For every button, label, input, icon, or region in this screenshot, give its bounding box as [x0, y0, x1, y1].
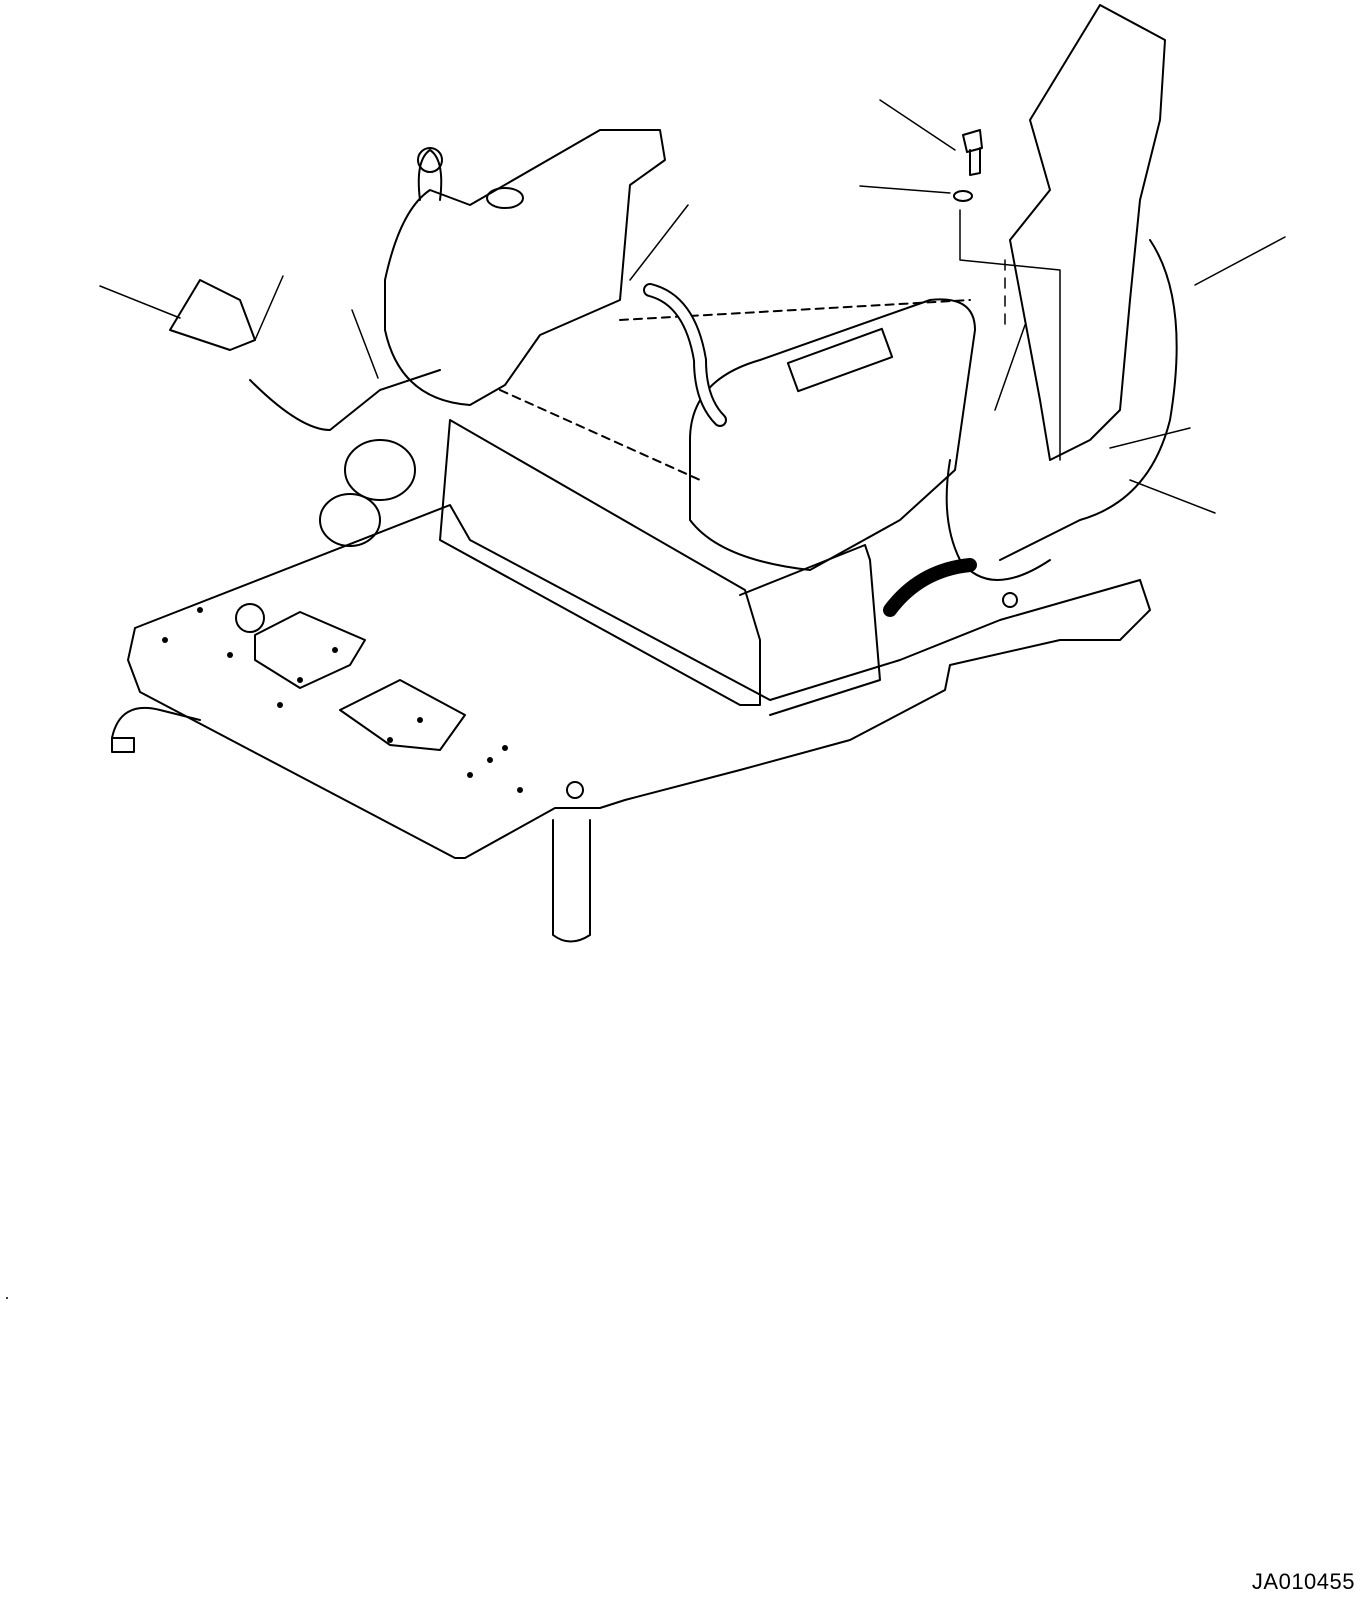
- cable-right: [999, 239, 1178, 561]
- label-plate: [786, 327, 894, 393]
- control-tower: [1009, 4, 1166, 461]
- figure-code: JA010455: [1251, 1569, 1355, 1594]
- duct: [344, 439, 416, 501]
- left-console: [384, 129, 666, 406]
- support-post: [552, 819, 591, 943]
- knob: [417, 149, 443, 201]
- floor-cutout: [254, 611, 366, 689]
- hidden-lines: [499, 299, 971, 481]
- washer: [953, 190, 973, 202]
- right-console: [689, 298, 976, 571]
- bolt: [962, 129, 983, 176]
- hose-right: [883, 558, 977, 617]
- wire-harness-left: [111, 706, 201, 739]
- cable-left: [249, 369, 441, 431]
- floor-plate: [127, 504, 1151, 859]
- switch: [486, 187, 524, 209]
- connector: [111, 737, 135, 753]
- seat-base: [439, 419, 761, 706]
- floor-cutout-2: [339, 679, 466, 751]
- bracket: [169, 279, 256, 351]
- assembly-line: [959, 209, 1061, 461]
- knob-head: [417, 147, 443, 173]
- duct-2: [319, 493, 381, 547]
- floor-holes: [162, 592, 1018, 799]
- leader-lines: [99, 99, 1286, 514]
